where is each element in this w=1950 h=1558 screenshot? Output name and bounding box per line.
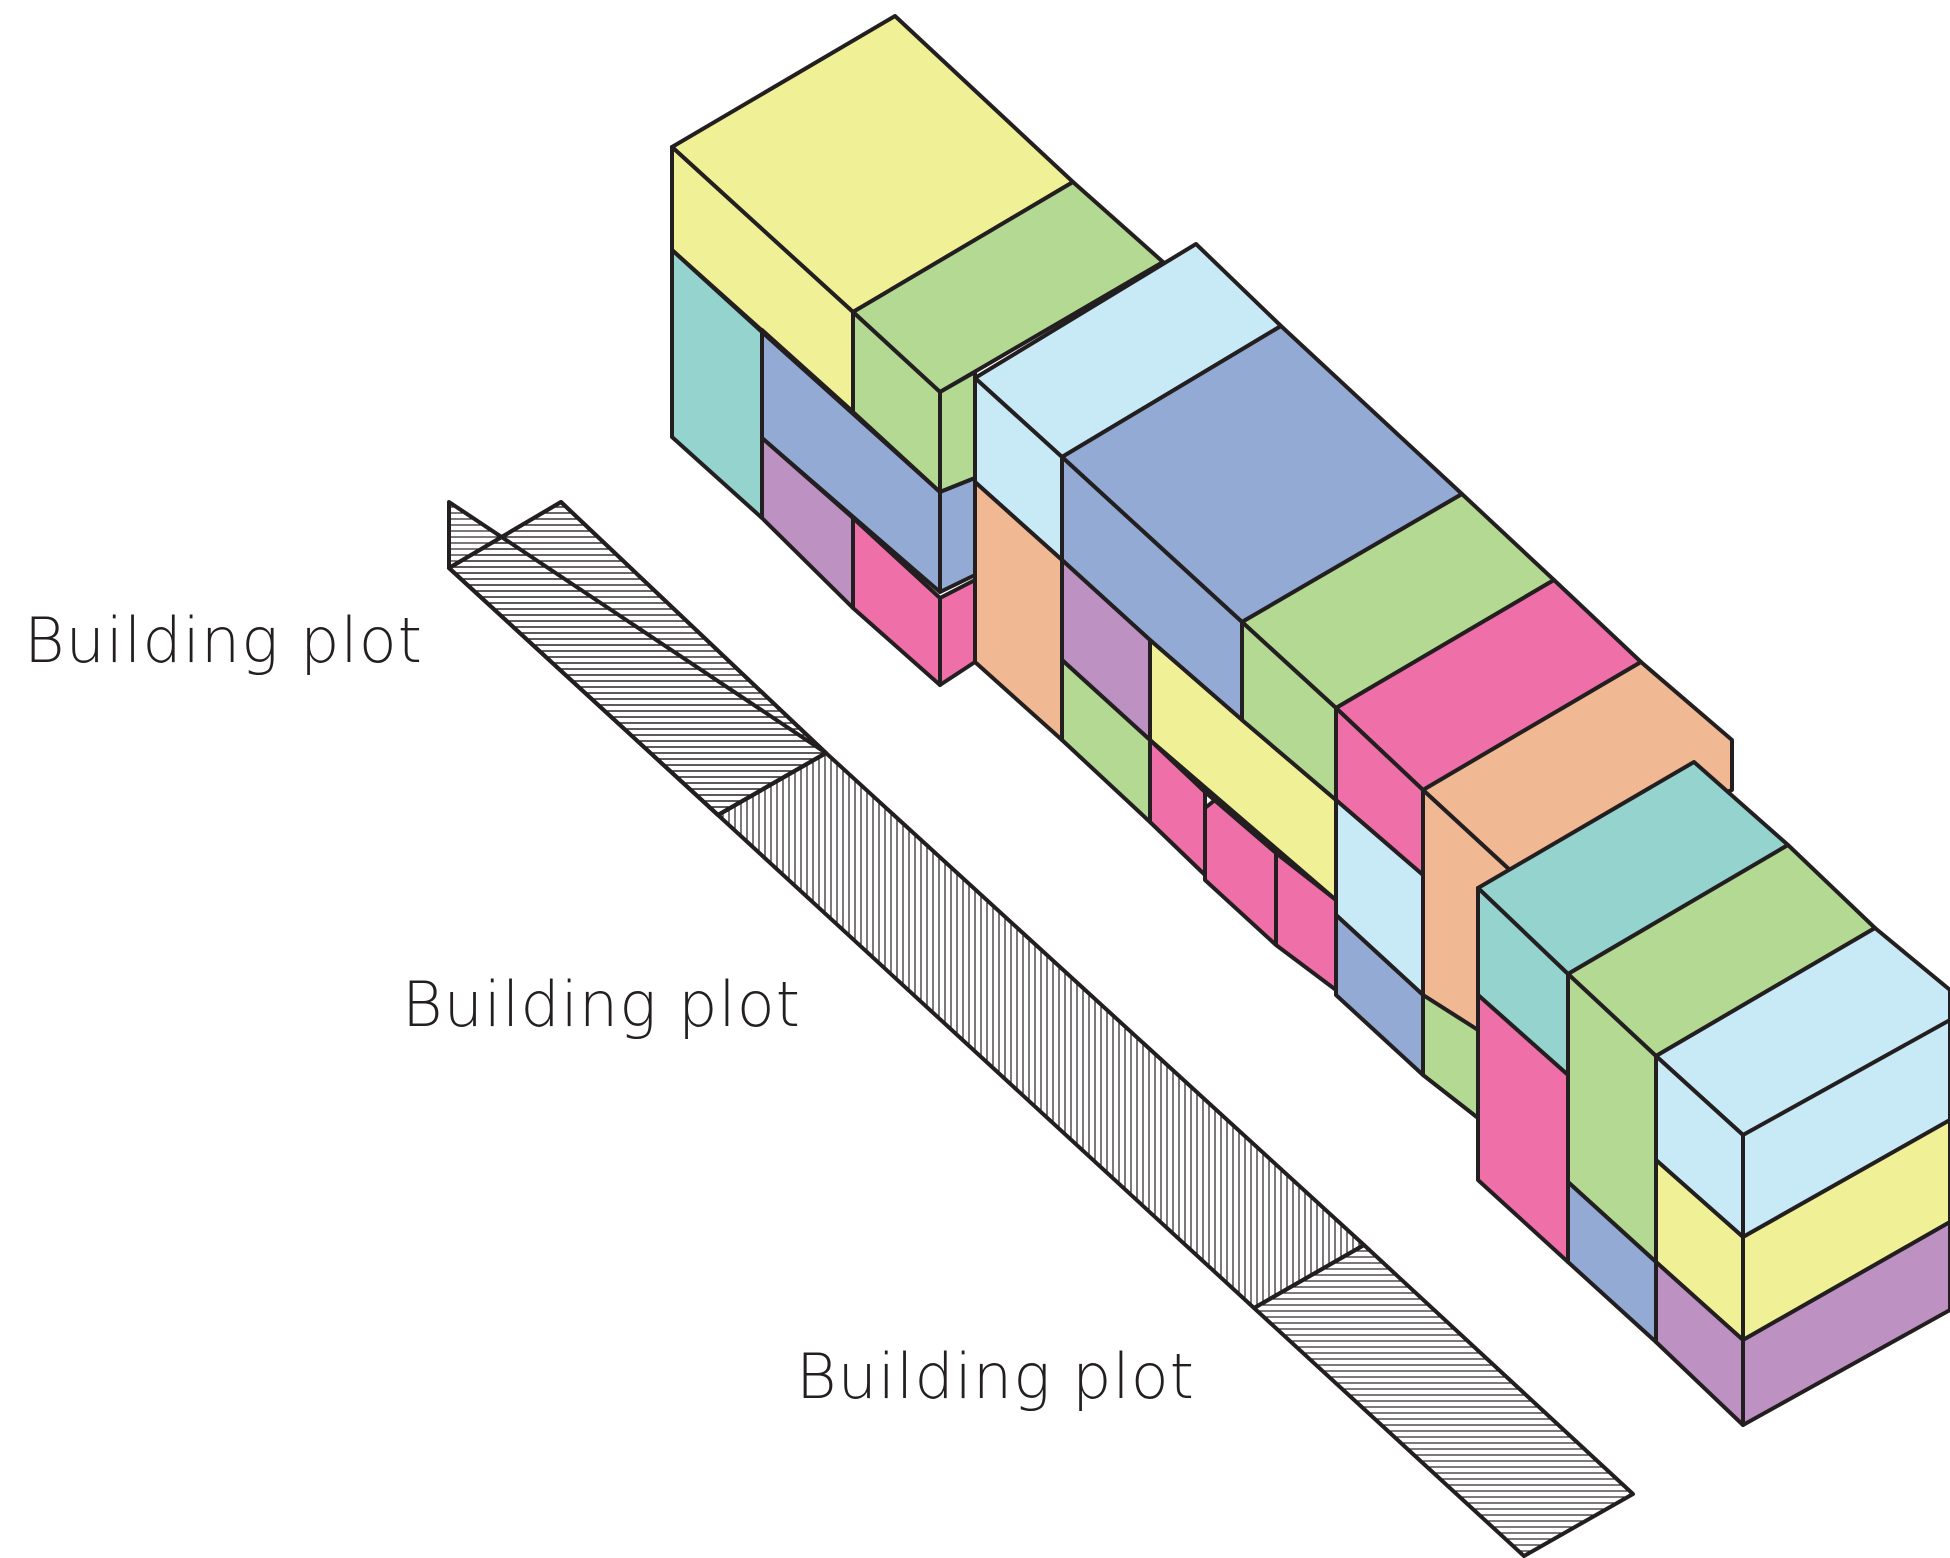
massing-blocks [670,14,1950,1427]
block-a-side-pink [938,578,977,687]
block-c-side-purple [1741,1220,1950,1427]
block-c-side-yellow [1741,1118,1950,1342]
building-plots [447,500,1635,1558]
building-plot-label-1: Building plot [24,604,423,677]
building-plot-3 [1252,1243,1635,1558]
block-a-side-blue [938,476,977,594]
block-c-side-lightblue [1741,1018,1950,1239]
block-a-side-green [938,370,977,494]
building-plot-1 [447,500,828,817]
building-plot-label-3: Building plot [796,1340,1195,1413]
building-plot-label-2: Building plot [402,968,801,1041]
